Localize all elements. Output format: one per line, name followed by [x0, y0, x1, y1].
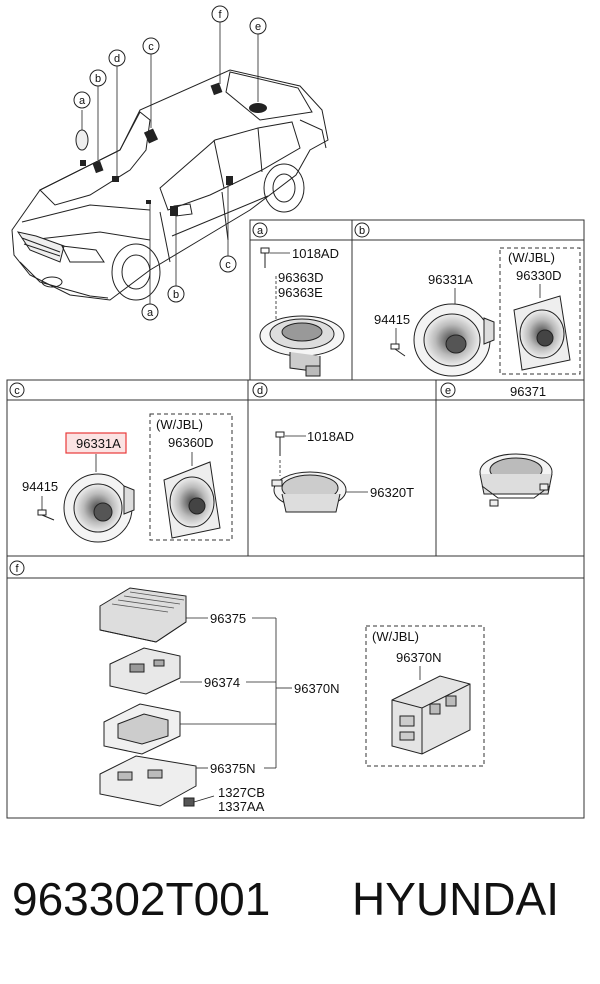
panel-c-speaker-label: 96331A	[76, 436, 121, 451]
callout-e-top: e	[249, 17, 267, 35]
panel-c-tag: c	[9, 382, 25, 398]
subwoofer-speaker-icon	[479, 453, 553, 507]
svg-text:a: a	[257, 225, 264, 237]
panel-a: a 1018AD 96363D 96363E	[252, 222, 345, 377]
footer: 963302T001 HYUNDAI	[0, 872, 600, 952]
panel-a-tag: a	[252, 222, 268, 238]
panel-d: d 1018AD 96320T	[252, 382, 414, 513]
panel-b-screw-label: 94415	[374, 312, 410, 327]
jbl-amplifier-icon	[391, 675, 471, 755]
svg-text:c: c	[148, 41, 154, 53]
rear-speaker-icon	[63, 473, 135, 543]
svg-text:b: b	[359, 225, 365, 237]
panel-f-fastener-1: 1327CB	[218, 785, 265, 800]
panel-frames	[6, 219, 585, 819]
svg-text:e: e	[445, 385, 451, 397]
svg-text:f: f	[218, 9, 222, 21]
panel-c-jbl-label: (W/JBL)	[156, 417, 203, 432]
amplifier-heatsink-icon	[99, 587, 187, 643]
panel-c-screw-label: 94415	[22, 479, 58, 494]
panel-e-tag: e	[440, 382, 456, 398]
jbl-door-speaker-icon	[513, 295, 571, 371]
footer-brand: HYUNDAI	[352, 873, 560, 925]
panel-c-jbl-part: 96360D	[168, 435, 214, 450]
fastener-icon	[183, 797, 195, 807]
tweeter-speaker-icon	[259, 315, 345, 377]
svg-text:c: c	[225, 259, 231, 271]
panel-f-fastener-2: 1337AA	[218, 799, 265, 814]
svg-text:a: a	[79, 95, 86, 107]
callout-f-top: f	[211, 5, 229, 23]
center-speaker-icon	[271, 471, 347, 513]
panel-b-jbl-label: (W/JBL)	[508, 250, 555, 265]
svg-text:b: b	[95, 73, 101, 85]
panel-b-speaker-label: 96331A	[428, 272, 473, 287]
svg-text:a: a	[147, 307, 154, 319]
screw-icon	[390, 343, 406, 357]
panel-e-part: 96371	[510, 384, 546, 399]
panel-f-assembly: 96370N	[294, 681, 340, 696]
panel-c: c 96331A 94415 (W/JBL) 96360D	[9, 382, 233, 543]
panel-c-highlight-box	[65, 432, 127, 454]
panel-b-jbl-part: 96330D	[516, 268, 562, 283]
panel-b-tag: b	[354, 222, 370, 238]
panel-f-tag: f	[9, 560, 25, 576]
panel-b: b 96331A 94415 (W/JBL) 96330D	[354, 222, 581, 377]
panel-b-jbl-box	[499, 247, 581, 375]
amplifier-board-icon	[109, 647, 181, 695]
jbl-rear-speaker-icon	[163, 461, 221, 539]
panel-a-part-2: 96363E	[278, 285, 323, 300]
panel-d-tag: d	[252, 382, 268, 398]
door-speaker-icon	[413, 303, 495, 377]
panel-e: e 96371	[440, 382, 553, 507]
svg-text:c: c	[14, 385, 20, 397]
svg-text:e: e	[255, 21, 261, 33]
callout-b-top: b	[89, 69, 107, 87]
bolt-icon	[260, 247, 270, 268]
panel-f-part-3: 96375N	[210, 761, 256, 776]
car-illustration	[11, 69, 329, 301]
callout-leaders	[81, 22, 259, 304]
callout-d-top: d	[108, 49, 126, 67]
car-speaker-markers	[75, 82, 267, 216]
svg-text:b: b	[173, 289, 179, 301]
amplifier-base-plate-icon	[99, 755, 197, 807]
svg-text:d: d	[114, 53, 120, 65]
panel-f-part-2: 96374	[204, 675, 240, 690]
parts-diagram: a b d c f e a b	[6, 5, 585, 819]
bolt-icon	[275, 431, 285, 456]
panel-c-jbl-box	[149, 413, 233, 541]
callout-c-top: c	[142, 37, 160, 55]
callout-c-bottom: c	[219, 255, 237, 273]
footer-part-number: 963302T001	[12, 873, 271, 925]
amplifier-chassis-icon	[103, 703, 181, 755]
panel-d-bolt-label: 1018AD	[307, 429, 354, 444]
callout-b-bottom: b	[167, 285, 185, 303]
svg-text:d: d	[257, 385, 263, 397]
callout-circles: a b d c f e a b	[73, 5, 267, 321]
panel-a-bolt-label: 1018AD	[292, 246, 339, 261]
panel-f-part-1: 96375	[210, 611, 246, 626]
panel-f-leaders	[180, 617, 292, 803]
panel-f-jbl-box	[365, 625, 485, 767]
panel-a-part-1: 96363D	[278, 270, 324, 285]
svg-text:f: f	[15, 563, 19, 575]
panel-f-jbl-label: (W/JBL)	[372, 629, 419, 644]
screw-icon	[37, 509, 55, 521]
panel-d-part: 96320T	[370, 485, 414, 500]
panel-f-jbl-part: 96370N	[396, 650, 442, 665]
callout-a-bottom: a	[141, 303, 159, 321]
panel-f: f	[9, 560, 485, 814]
callout-a-top: a	[73, 91, 91, 109]
